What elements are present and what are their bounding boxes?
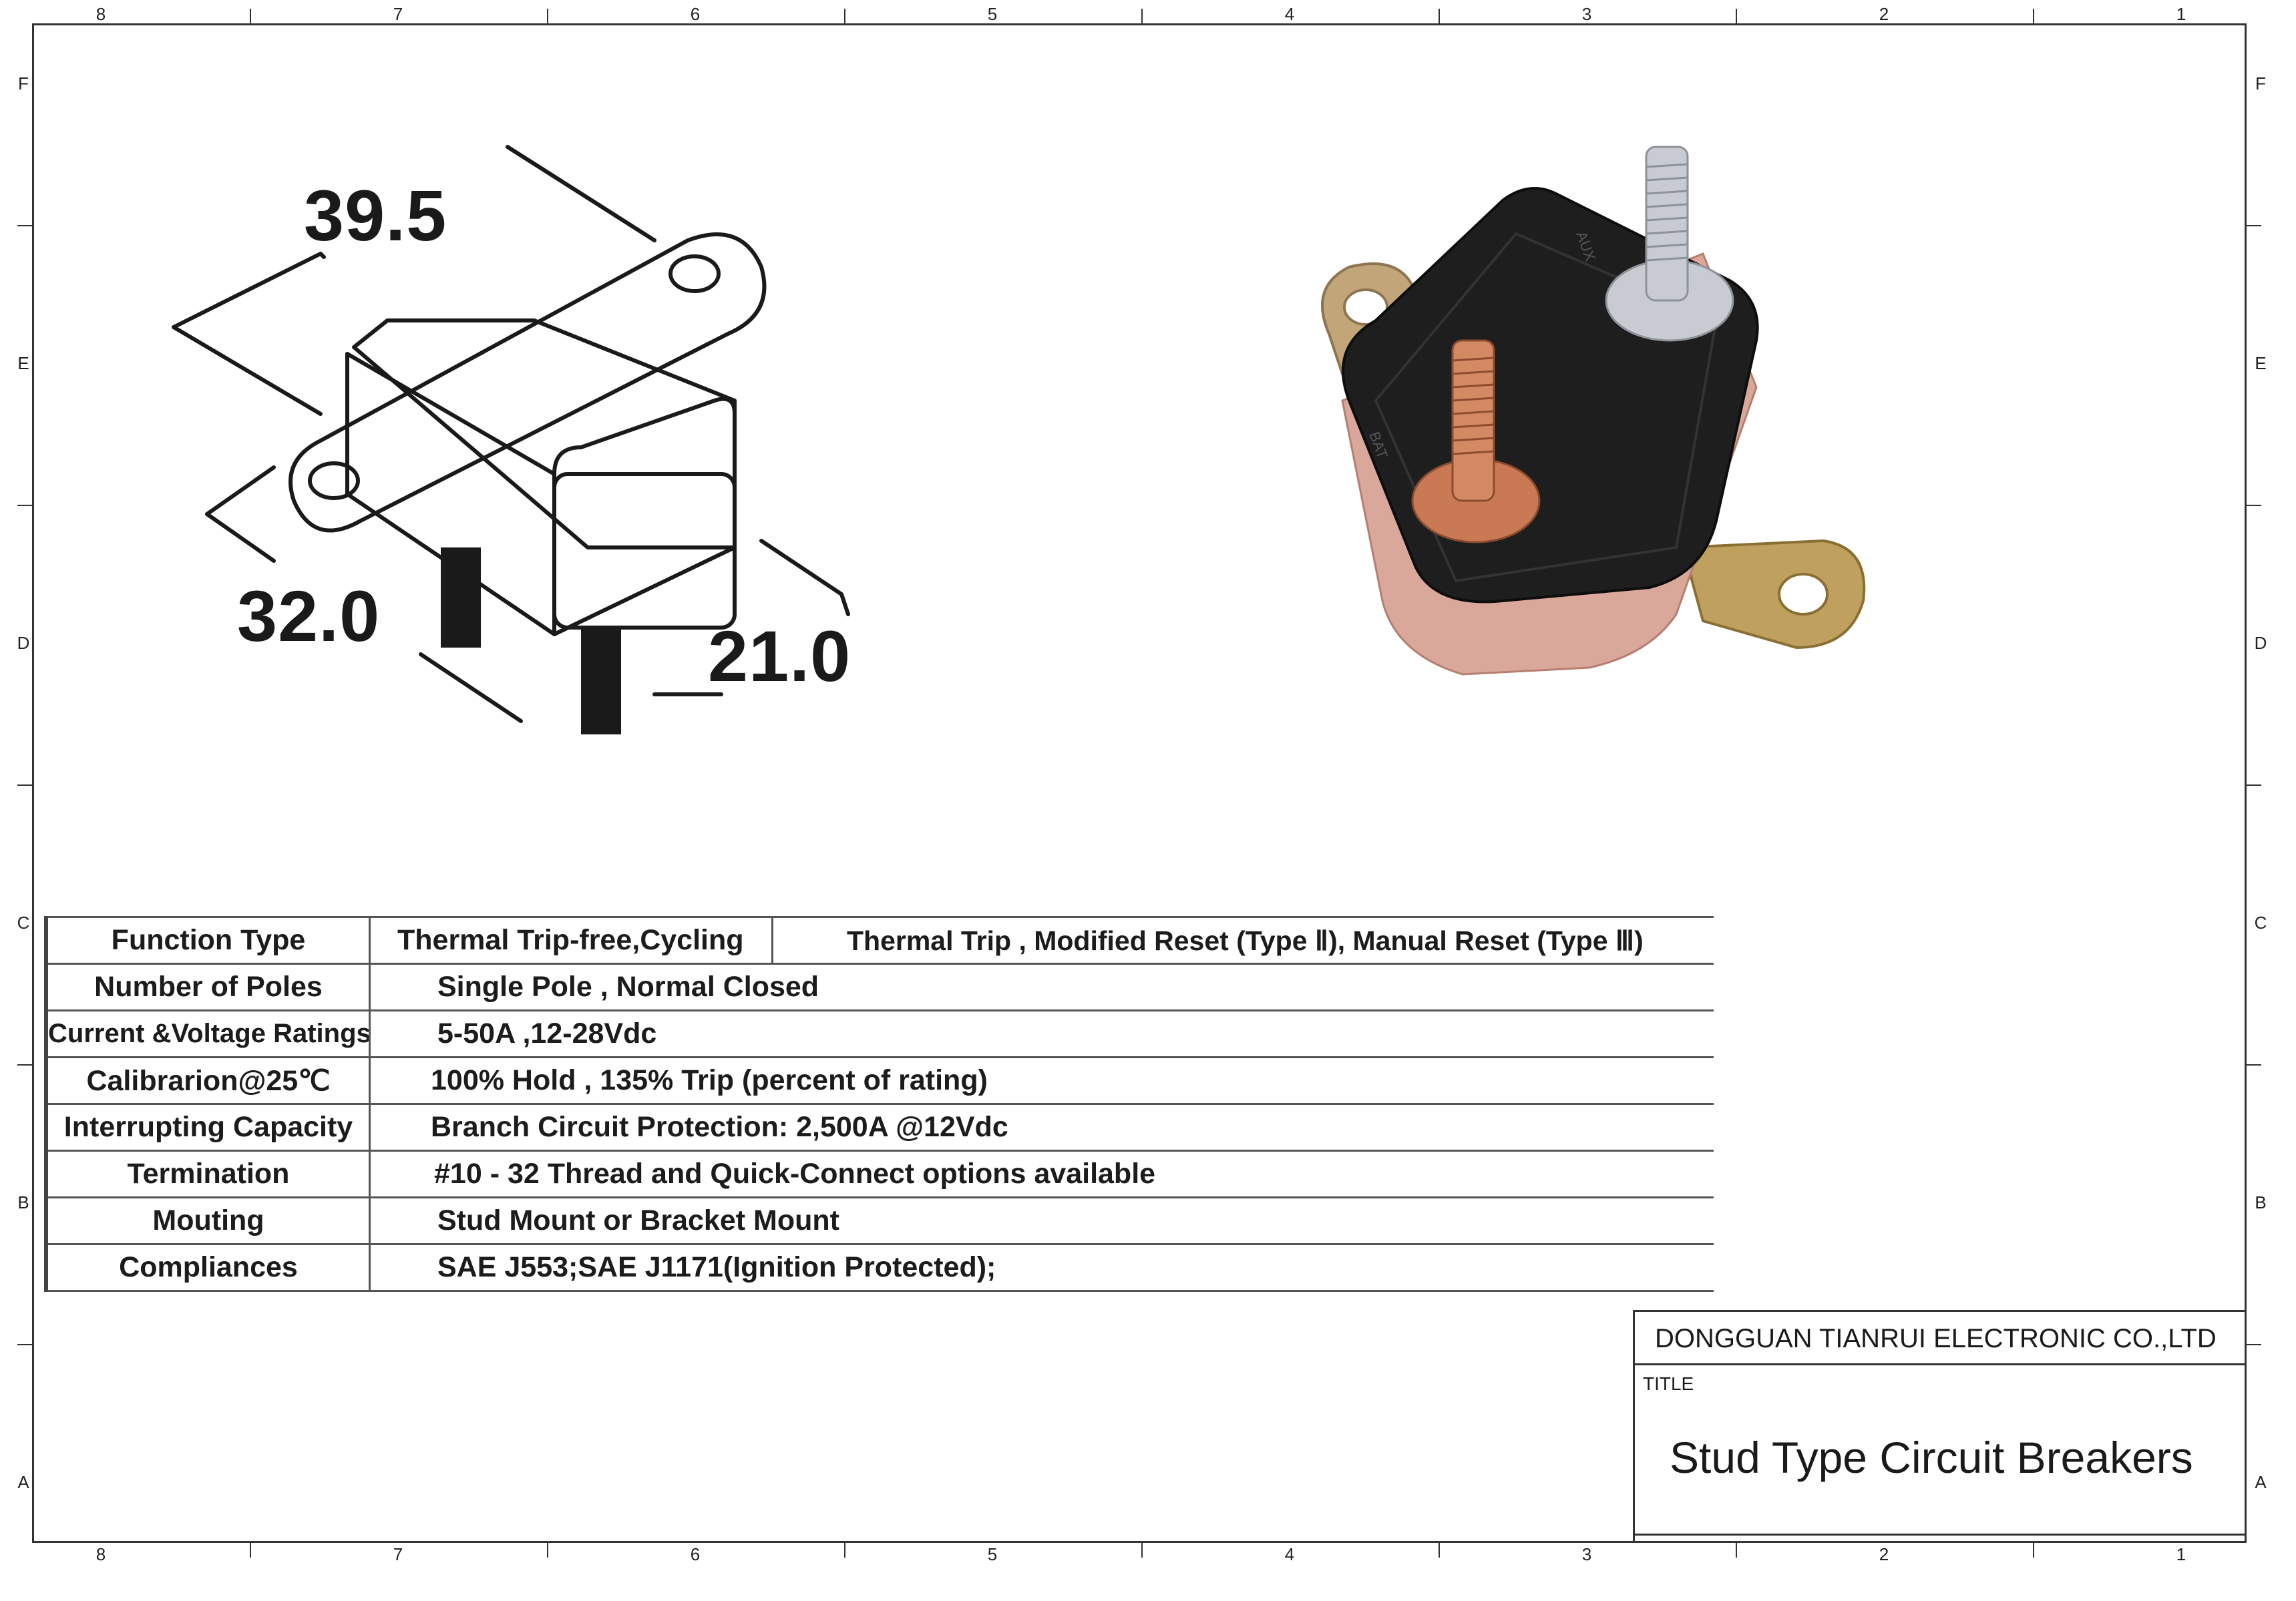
table-row: Current &Voltage Ratings 5-50A ,12-28Vdc (44, 1009, 1714, 1058)
zone-row-label: C (17, 913, 30, 933)
drawing-frame (32, 23, 2247, 1543)
zone-row-label: C (2254, 913, 2267, 933)
spec-value-extra: Thermal Trip , Modified Reset (Type Ⅱ), … (772, 916, 1714, 965)
dimension-drawing: 39.5 32.0 21.0 (120, 120, 922, 774)
table-row: Calibrarion@25℃ 100% Hold , 135% Trip (p… (44, 1056, 1714, 1105)
circuit-breaker-image: AUX BAT (1321, 146, 1866, 676)
zone-tick (2247, 784, 2261, 786)
zone-tick (17, 784, 32, 786)
zone-tick (2247, 505, 2261, 506)
table-row: Function Type Thermal Trip-free,Cycling … (44, 916, 1714, 965)
spec-value: Thermal Trip-free,Cycling (369, 916, 773, 965)
spec-label: Current &Voltage Ratings (44, 1009, 371, 1058)
spec-value: Single Pole , Normal Closed (369, 963, 1714, 1011)
spec-value: Stud Mount or Bracket Mount (369, 1196, 1714, 1245)
zone-col-label: 7 (393, 4, 403, 24)
zone-tick (1141, 9, 1143, 23)
zone-row-label: B (2255, 1192, 2267, 1212)
zone-row-label: F (18, 73, 29, 93)
spec-value: Branch Circuit Protection: 2,500A @12Vdc (369, 1103, 1714, 1152)
zone-tick (844, 9, 845, 23)
dimension-length-label: 39.5 (304, 175, 447, 256)
stud-left (441, 547, 481, 648)
spec-table: Function Type Thermal Trip-free,Cycling … (44, 916, 1714, 1292)
zone-tick (1736, 9, 1737, 23)
zone-tick (17, 1344, 32, 1345)
zone-tick (2033, 9, 2034, 23)
zone-col-label: 1 (2176, 4, 2186, 24)
title-block: DONGGUAN TIANRUI ELECTRONIC CO.,LTD TITL… (1633, 1310, 2247, 1543)
stud-right (581, 628, 621, 734)
spec-label: Mouting (44, 1196, 371, 1245)
table-row: Compliances SAE J553;SAE J1171(Ignition … (44, 1243, 1714, 1292)
zone-col-label: 3 (1581, 4, 1592, 24)
zone-tick (2247, 1344, 2261, 1345)
table-row: Interrupting Capacity Branch Circuit Pro… (44, 1103, 1714, 1152)
zone-col-label: 1 (2176, 1544, 2186, 1564)
title-block-divider (1635, 1534, 2247, 1543)
zone-col-label: 6 (690, 1544, 701, 1564)
zone-col-label: 5 (987, 1544, 998, 1564)
spec-value: SAE J553;SAE J1171(Ignition Protected); (369, 1243, 1714, 1292)
zone-tick (2033, 1543, 2034, 1558)
zone-tick (547, 9, 548, 23)
zone-row-label: A (17, 1472, 29, 1492)
spec-label: Termination (44, 1150, 371, 1198)
zone-col-label: 3 (1581, 1544, 1592, 1564)
zone-col-label: 7 (393, 1544, 403, 1564)
spec-label: Function Type (44, 916, 371, 965)
zone-tick (2247, 1064, 2261, 1066)
drawing-title: Stud Type Circuit Breakers (1670, 1433, 2193, 1482)
zone-col-label: 4 (1284, 4, 1295, 24)
zone-tick (1736, 1543, 1737, 1558)
zone-col-label: 2 (1879, 1544, 1889, 1564)
zone-tick (17, 505, 32, 506)
zone-tick (250, 1543, 251, 1558)
zone-tick (1439, 9, 1440, 23)
spec-value: 5-50A ,12-28Vdc (369, 1009, 1714, 1058)
zone-row-label: E (17, 353, 29, 373)
table-row: Number of Poles Single Pole , Normal Clo… (44, 963, 1714, 1011)
zone-col-label: 5 (987, 4, 998, 24)
table-row: Termination #10 - 32 Thread and Quick-Co… (44, 1150, 1714, 1198)
spec-value: 100% Hold , 135% Trip (percent of rating… (369, 1056, 1714, 1105)
dimension-height-label: 21.0 (708, 616, 851, 696)
spec-label: Number of Poles (44, 963, 371, 1011)
zone-tick (547, 1543, 548, 1558)
zone-col-label: 4 (1284, 1544, 1295, 1564)
company-name: DONGGUAN TIANRUI ELECTRONIC CO.,LTD (1635, 1312, 2247, 1365)
zone-col-label: 8 (95, 1544, 106, 1564)
zone-col-label: 8 (95, 4, 106, 24)
zone-tick (844, 1543, 845, 1558)
spec-value: #10 - 32 Thread and Quick-Connect option… (369, 1150, 1714, 1198)
zone-tick (1141, 1543, 1143, 1558)
breaker-outline-drawing (172, 145, 850, 734)
product-photo: AUX BAT (1302, 120, 1890, 741)
table-row: Mouting Stud Mount or Bracket Mount (44, 1196, 1714, 1245)
zone-tick (1439, 1543, 1440, 1558)
zone-row-label: D (2254, 633, 2267, 653)
zone-tick (17, 1064, 32, 1066)
zone-row-label: D (17, 633, 30, 653)
spec-label: Compliances (44, 1243, 371, 1292)
spec-label: Calibrarion@25℃ (44, 1056, 371, 1105)
spec-label: Interrupting Capacity (44, 1103, 371, 1152)
zone-tick (2247, 225, 2261, 226)
zone-row-label: E (2255, 353, 2267, 373)
zone-row-label: F (2255, 73, 2266, 93)
zone-row-label: B (17, 1192, 29, 1212)
zone-col-label: 2 (1879, 4, 1889, 24)
zone-row-label: A (2255, 1472, 2267, 1492)
zone-tick (17, 225, 32, 226)
title-field-label: TITLE (1643, 1373, 1694, 1394)
dimension-width-label: 32.0 (237, 576, 381, 656)
zone-tick (250, 9, 251, 23)
zone-col-label: 6 (690, 4, 701, 24)
